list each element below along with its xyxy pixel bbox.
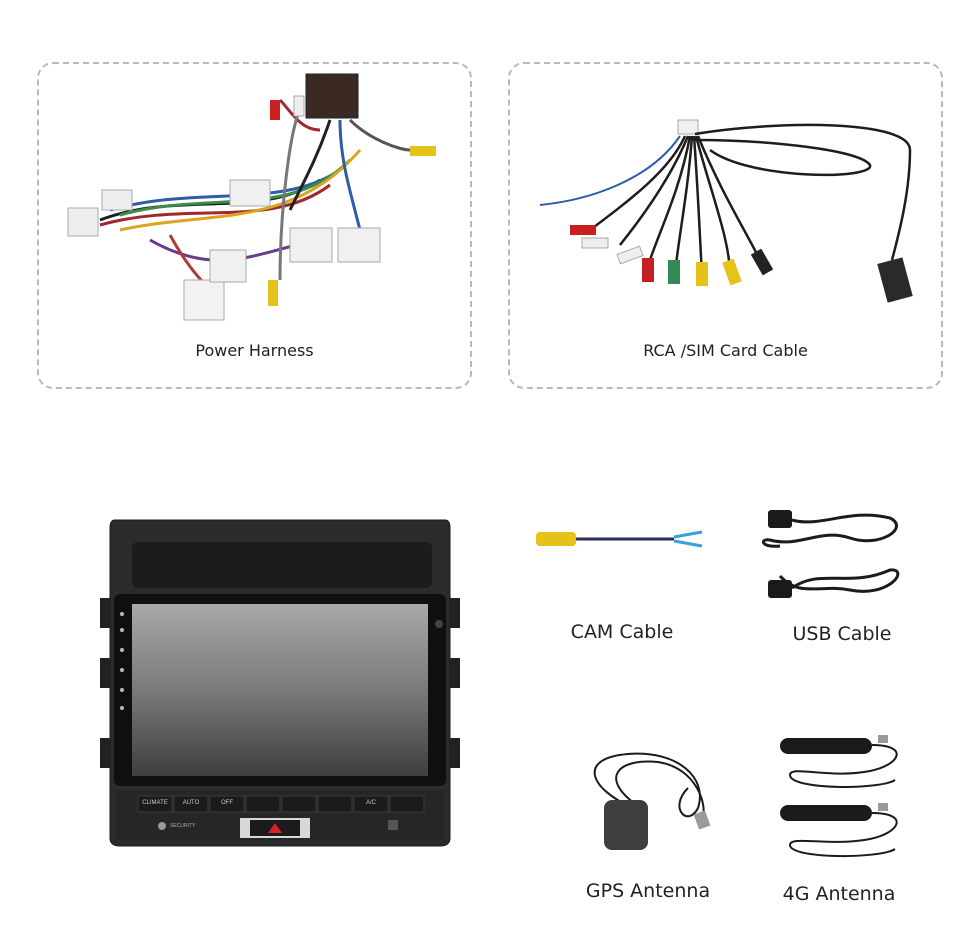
usb-cable-label: USB Cable xyxy=(792,623,892,645)
4g-antenna-image xyxy=(780,735,898,858)
4g-antenna-label: 4G Antenna xyxy=(782,883,896,905)
power-harness-card xyxy=(37,62,472,389)
usb-cable-image xyxy=(761,510,900,598)
rca-sim-cable-label: RCA /SIM Card Cable xyxy=(643,341,808,360)
rca-sim-cable-image xyxy=(539,119,913,303)
climate-button-label: CLIMATE xyxy=(142,800,168,806)
cam-cable-label: CAM Cable xyxy=(570,621,674,643)
rca-sim-cable-card xyxy=(508,62,943,389)
power-harness-label: Power Harness xyxy=(195,341,314,360)
ac-button-label: A/C xyxy=(365,800,376,806)
gps-antenna-image xyxy=(593,752,711,850)
gps-antenna-label: GPS Antenna xyxy=(585,880,711,902)
head-unit-image: CLIMATE AUTO OFF A/C SECURITY xyxy=(100,518,460,848)
cam-cable-image xyxy=(536,530,703,548)
security-label: SECURITY xyxy=(170,823,196,829)
off-button-label: OFF xyxy=(221,800,233,806)
auto-button-label: AUTO xyxy=(182,800,200,806)
power-harness-image xyxy=(67,73,436,321)
